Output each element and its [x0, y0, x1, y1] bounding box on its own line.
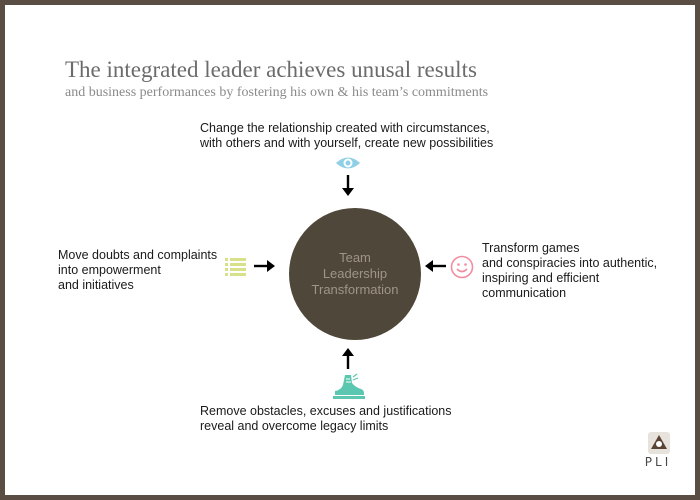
bottom-text-line: reveal and overcome legacy limits	[200, 419, 389, 433]
right-text-line: inspiring and efficient	[482, 271, 600, 285]
left-text-line: and initiatives	[58, 278, 134, 292]
bottom-text-line: Remove obstacles, excuses and justificat…	[200, 404, 452, 418]
right-text-line: Transform games	[482, 241, 580, 255]
center-label-line: Transformation	[311, 282, 399, 297]
left-text-line: into empowerment	[58, 263, 161, 277]
logo-text: PLI	[644, 455, 672, 469]
slide-subtitle: and business performances by fostering h…	[65, 85, 489, 100]
bottom-text: Remove obstacles, excuses and justificat…	[200, 404, 452, 434]
left-text-line: Move doubts and complaints	[58, 248, 218, 262]
eye-icon	[336, 157, 360, 169]
running-shoe-icon	[333, 373, 365, 399]
top-text: Change the relationship created with cir…	[200, 121, 493, 151]
top-text-line: Change the relationship created with cir…	[200, 121, 490, 135]
logo-icon	[648, 432, 670, 454]
left-text: Move doubts and complaints into empowerm…	[58, 248, 217, 293]
center-label-line: Team	[339, 250, 371, 265]
right-text: Transform games and conspiracies into au…	[482, 241, 657, 301]
arrow-left-icon	[425, 260, 446, 272]
center-label-line: Leadership	[322, 266, 388, 281]
top-text-line: with others and with yourself, create ne…	[200, 136, 494, 150]
center-circle: Team Leadership Transformation	[289, 208, 421, 340]
arrow-down-icon	[342, 175, 354, 196]
arrow-right-icon	[254, 260, 275, 272]
arrow-up-icon	[342, 348, 354, 369]
list-icon	[225, 258, 246, 276]
right-text-line: and conspiracies into authentic,	[482, 256, 658, 270]
smiley-icon	[450, 255, 474, 279]
slide-title: The integrated leader achieves unusal re…	[65, 57, 477, 82]
right-text-line: communication	[482, 286, 567, 300]
slide: The integrated leader achieves unusal re…	[5, 5, 695, 495]
